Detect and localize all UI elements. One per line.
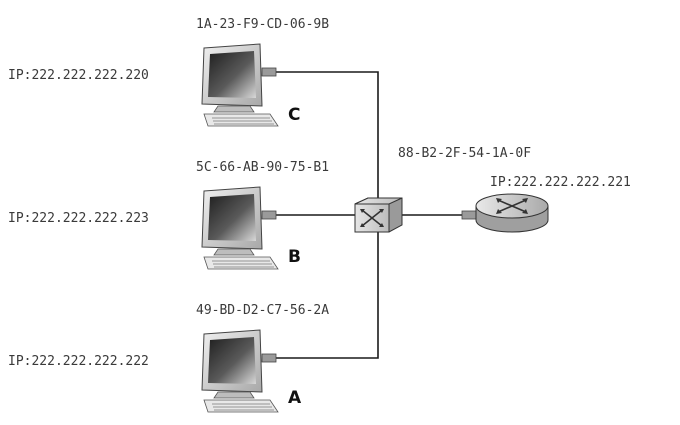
- desktop-computer-icon: [201, 43, 279, 127]
- host-a: 49-BD-D2-C7-56-2A IP:222.222.222.222 A: [8, 303, 329, 413]
- router-icon: [461, 193, 549, 233]
- link-host-c: [276, 71, 379, 202]
- host-a-label: A: [288, 388, 302, 408]
- host-b-ip: IP:222.222.222.223: [8, 211, 149, 226]
- host-c-ip: IP:222.222.222.220: [8, 68, 149, 83]
- link-host-a: [276, 228, 379, 359]
- router-ip: IP:222.222.222.221: [490, 175, 631, 190]
- host-a-mac: 49-BD-D2-C7-56-2A: [196, 303, 329, 318]
- host-b-mac: 5C-66-AB-90-75-B1: [196, 160, 329, 175]
- host-c: 1A-23-F9-CD-06-9B IP:222.222.222.220 C: [8, 17, 329, 127]
- network-links: [276, 71, 468, 359]
- host-a-ip: IP:222.222.222.222: [8, 354, 149, 369]
- host-c-mac: 1A-23-F9-CD-06-9B: [196, 17, 329, 32]
- host-b: 5C-66-AB-90-75-B1 IP:222.222.222.223 B: [8, 160, 329, 270]
- router-mac: 88-B2-2F-54-1A-0F: [398, 146, 531, 161]
- switch-icon: [354, 197, 403, 233]
- router: 88-B2-2F-54-1A-0F IP:222.222.222.221: [398, 146, 631, 233]
- desktop-computer-icon: [201, 329, 279, 413]
- desktop-computer-icon: [201, 186, 279, 270]
- host-c-label: C: [288, 105, 300, 125]
- host-b-label: B: [288, 247, 301, 267]
